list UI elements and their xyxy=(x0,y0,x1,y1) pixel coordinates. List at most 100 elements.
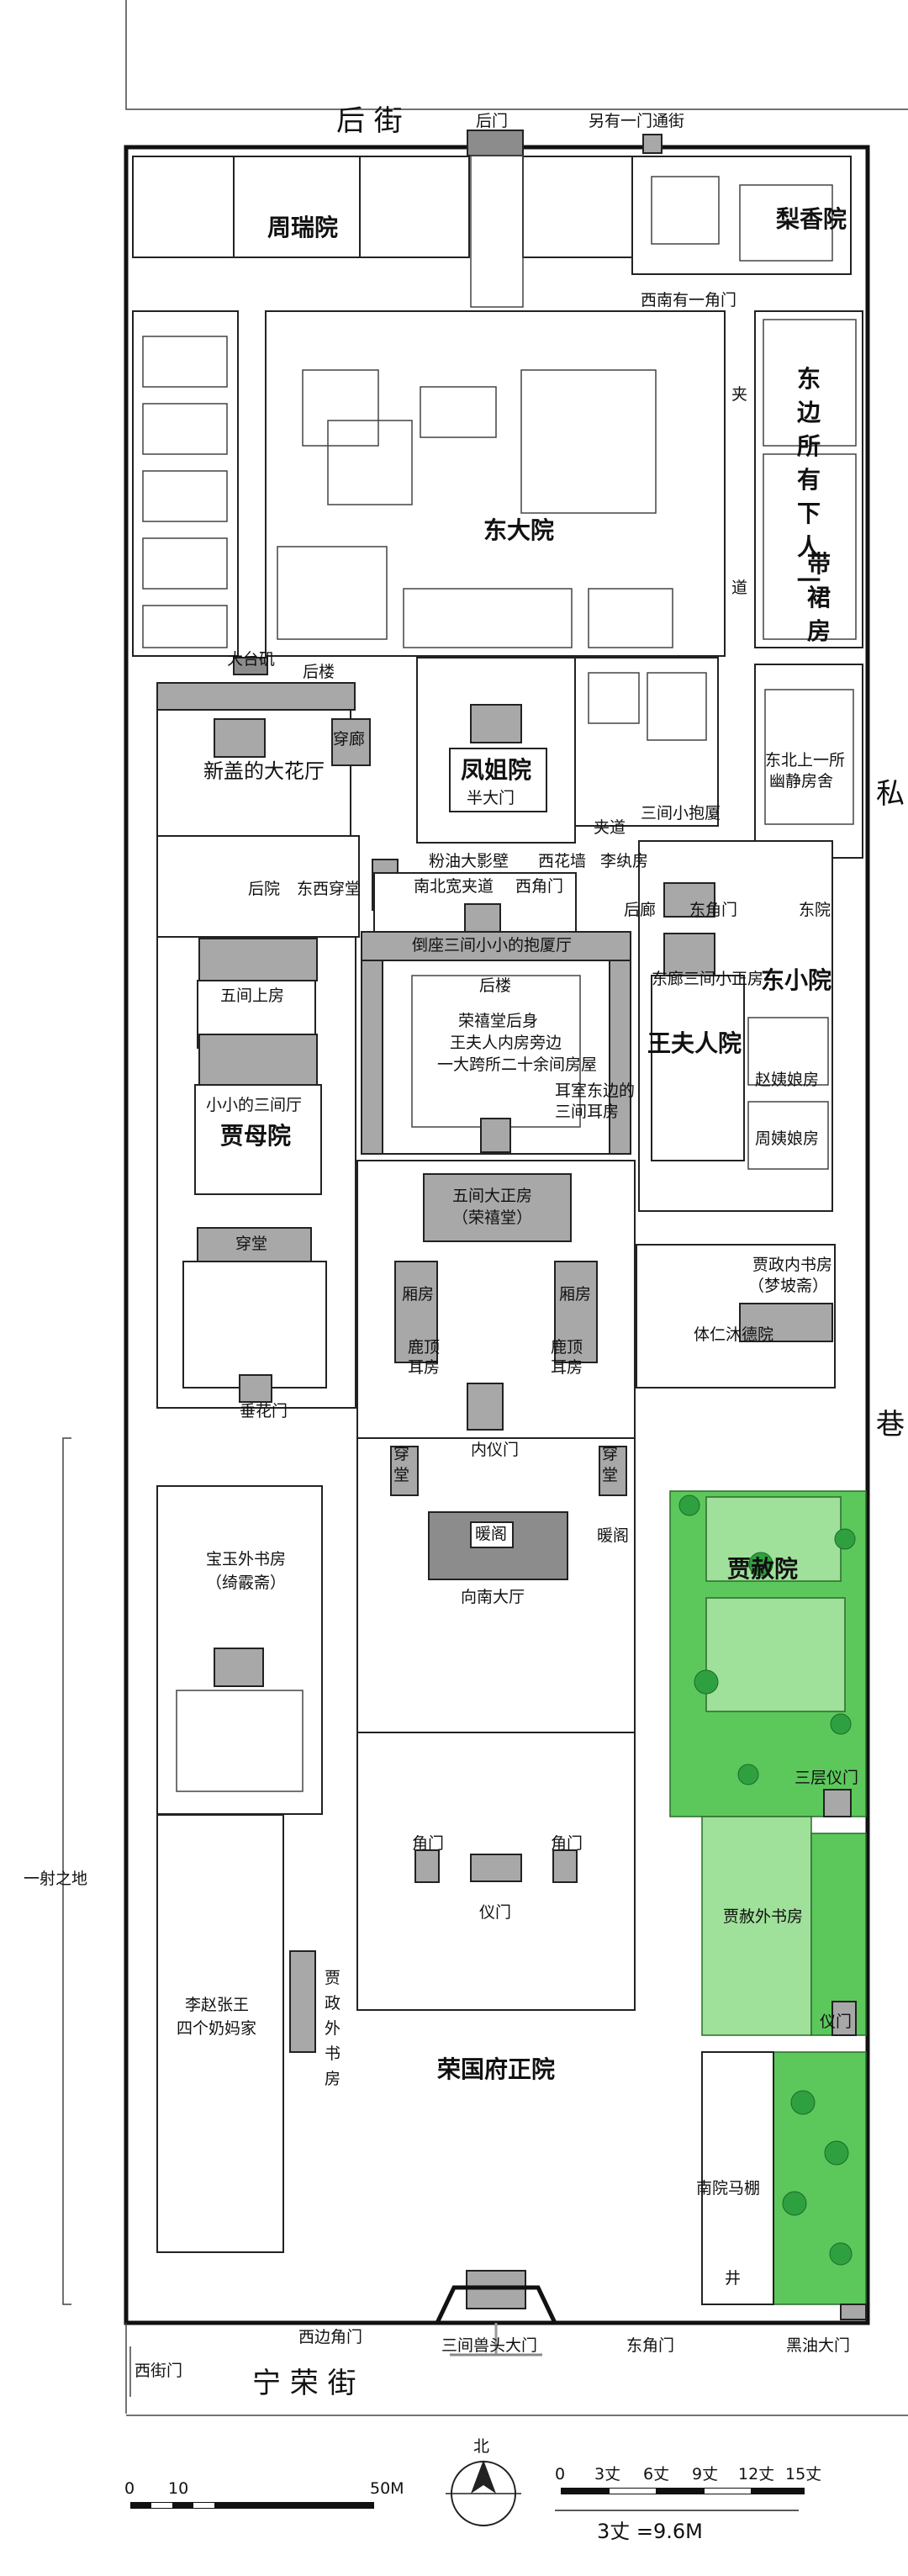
passage-char: 堂 xyxy=(393,1466,409,1484)
tree-icon xyxy=(830,1713,852,1735)
chinese-scale: 0 3丈 6丈 9丈 12丈 15丈 3丈 =9.6M xyxy=(555,2465,821,2543)
tiren-label: 体仁沐德院 xyxy=(694,1325,773,1344)
servant-quarters xyxy=(132,310,239,657)
tree-icon xyxy=(748,1552,773,1577)
baoyu-study-label-1: 宝玉外书房 xyxy=(206,1550,286,1568)
rongxi-rear-label-2: 王夫人内房旁边 xyxy=(450,1034,562,1052)
quiet-house-label-2: 幽静房舍 xyxy=(769,772,833,791)
north-boundary-line xyxy=(125,0,908,110)
servants-char: 房 xyxy=(807,617,831,645)
black-oil-gate-icon xyxy=(840,2304,867,2320)
five-room-label: 五间上房 xyxy=(220,986,284,1005)
south-street-label: 宁 荣 街 xyxy=(252,2367,356,2400)
baoyu-study-label-2: （绮霰斋） xyxy=(206,1574,286,1592)
middle-hall xyxy=(356,1437,636,2309)
ceremonial-gate-label: 仪门 xyxy=(479,1903,511,1922)
scale-tick-label: 15丈 xyxy=(785,2465,821,2483)
corridor-label: 穿廊 xyxy=(333,730,365,748)
distance-bracket xyxy=(62,1437,71,2305)
east-gallery xyxy=(663,933,715,976)
scale-note: 3丈 =9.6M xyxy=(597,2520,703,2543)
rongxi-hall xyxy=(423,1173,572,1242)
chuihua-gate-icon xyxy=(239,1374,272,1403)
compass-needle xyxy=(471,2460,496,2494)
southwest-column xyxy=(156,1814,316,2253)
room xyxy=(647,672,707,741)
room xyxy=(142,403,228,455)
study-block xyxy=(739,1303,833,1342)
side-room-left xyxy=(394,1261,438,1363)
west-street-gate-label: 西街门 xyxy=(135,2362,182,2380)
scale-tick-label: 9丈 xyxy=(692,2465,718,2483)
right-wall-bar xyxy=(609,960,631,1155)
tree-icon xyxy=(782,2191,807,2216)
east-small-main-label: 东廊三间小正房 xyxy=(652,970,763,988)
tree-icon xyxy=(824,2140,849,2166)
inner-yard xyxy=(182,1261,327,1389)
warm-pavilion2-label: 暖阁 xyxy=(597,1526,629,1545)
dongda-yuan xyxy=(265,310,726,657)
central-hall xyxy=(356,1160,836,1439)
east-corner-gate-label: 东角门 xyxy=(626,2336,674,2355)
east-lane-bottom: 巷 xyxy=(876,1408,905,1441)
north-row xyxy=(132,130,852,308)
wangfuren-column xyxy=(638,840,833,1212)
main-hall-label-2: （荣禧堂） xyxy=(452,1209,532,1227)
third-gate-icon xyxy=(823,1789,852,1817)
west-corner-gate-label: 西角门 xyxy=(515,877,563,896)
nurses-house xyxy=(156,1814,284,2253)
three-hall xyxy=(663,882,715,918)
jiamu-label: 贾母院 xyxy=(220,1122,291,1150)
room xyxy=(420,386,497,438)
scale-tick-label: 50M xyxy=(370,2479,404,2498)
room xyxy=(763,453,857,640)
compass: 北 xyxy=(446,2437,521,2526)
corner-gate-right-icon xyxy=(552,1849,578,1883)
outer-study-char: 房 xyxy=(325,2070,340,2088)
east-lane-top: 私 xyxy=(876,777,905,811)
passage-hall-label: 穿堂 xyxy=(235,1235,267,1253)
terrace-label: 大台矶 xyxy=(227,650,275,669)
rear-gate-icon xyxy=(467,130,524,156)
deer-roof-right-2: 耳房 xyxy=(551,1358,583,1377)
study-block xyxy=(214,1648,264,1687)
center-north xyxy=(361,872,631,1155)
scale-tick-label: 0 xyxy=(124,2479,135,2498)
half-gate-label: 半大门 xyxy=(467,789,515,807)
passage-char: 穿 xyxy=(393,1445,409,1463)
room xyxy=(277,546,388,640)
south-hall-label: 向南大厅 xyxy=(461,1588,525,1606)
metric-scale-segment xyxy=(193,2503,214,2508)
room xyxy=(520,369,657,514)
servants-char: 人 xyxy=(797,533,821,561)
room xyxy=(142,537,228,590)
side-room-right-label: 厢房 xyxy=(559,1285,591,1304)
tree-icon xyxy=(834,1528,856,1550)
main-hall-label-1: 五间大正房 xyxy=(452,1187,532,1205)
jiadao2-label: 夹道 xyxy=(594,818,626,837)
ceremonial-gate-icon xyxy=(470,1854,522,1882)
room xyxy=(302,369,379,447)
scale-tick-label: 3丈 xyxy=(594,2465,620,2483)
east-rooms xyxy=(574,657,719,827)
inner-gate-label: 内仪门 xyxy=(471,1441,519,1459)
jiashe-house xyxy=(705,1597,846,1712)
rear-building-label: 后楼 xyxy=(303,663,335,681)
reverse-hall-label: 倒座三间小小的抱厦厅 xyxy=(412,936,572,955)
gate-e-label: 仪门 xyxy=(820,2013,852,2031)
dongda-courtyard xyxy=(265,310,726,657)
left-wall-bar xyxy=(361,960,383,1155)
zhourui-building xyxy=(233,156,361,258)
servants-char: 一 xyxy=(797,567,821,595)
servants-char: 所 xyxy=(797,432,821,460)
scale-tick-label: 10 xyxy=(168,2479,188,2498)
gate-icon xyxy=(464,903,501,933)
warm-pavilion-label: 暖阁 xyxy=(475,1525,507,1543)
jiadao-bottom: 道 xyxy=(731,579,747,597)
rear-building xyxy=(522,156,633,258)
zhao-label: 赵姨娘房 xyxy=(755,1071,819,1089)
warm-pavilion xyxy=(470,1521,514,1548)
corner-gate-left-label: 角门 xyxy=(412,1834,444,1853)
five-room-top xyxy=(198,938,318,981)
rongxi-rear-label-1: 荣禧堂后身 xyxy=(458,1012,538,1030)
